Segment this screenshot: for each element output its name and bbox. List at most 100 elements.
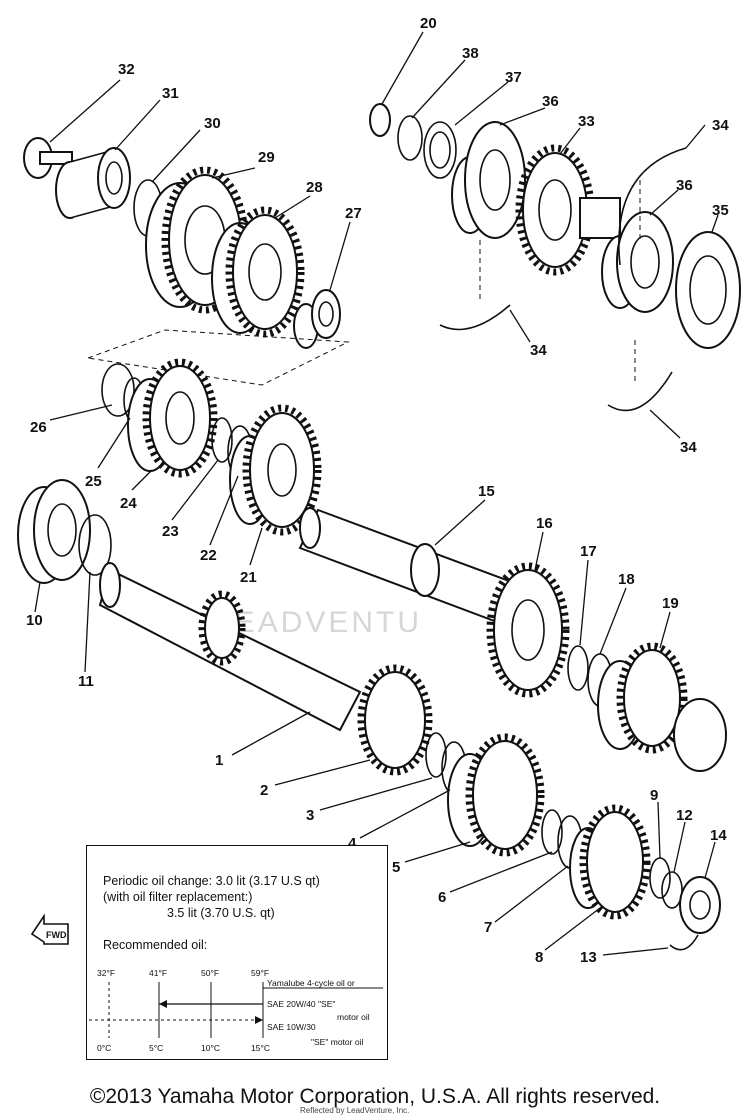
part-14-bearing xyxy=(679,876,721,934)
part-33-gear xyxy=(522,152,588,268)
callout-8: 8 xyxy=(535,949,543,966)
part-24-gear xyxy=(149,365,211,471)
callout-2: 2 xyxy=(260,782,268,799)
callout-15: 15 xyxy=(478,483,495,500)
callout-19: 19 xyxy=(662,595,679,612)
part-2-gear xyxy=(364,671,426,769)
callout-26: 26 xyxy=(30,419,47,436)
callout-34-c: 34 xyxy=(680,439,697,456)
part-36-bearing-right xyxy=(616,211,674,313)
part-36-bearing xyxy=(464,121,526,239)
part-10-bearing xyxy=(33,479,91,581)
callout-21: 21 xyxy=(240,569,257,586)
part-11-circlip xyxy=(78,514,112,576)
part-27-bushing xyxy=(311,289,341,339)
oil-temperature-scale xyxy=(89,982,383,1038)
temp-c-0: 0°C xyxy=(97,1043,112,1053)
oil-type-3: motor oil xyxy=(337,1012,370,1022)
callout-18: 18 xyxy=(618,571,635,588)
callout-23: 23 xyxy=(162,523,179,540)
callouts: 1 2 3 4 5 6 7 8 9 10 11 12 13 14 15 16 1… xyxy=(26,15,729,966)
part-3-washer xyxy=(425,732,447,778)
callout-12: 12 xyxy=(676,807,693,824)
temp-f-2: 50°F xyxy=(201,968,220,978)
temp-c-2: 10°C xyxy=(201,1043,220,1053)
callout-7: 7 xyxy=(484,919,492,936)
callout-20: 20 xyxy=(420,15,437,32)
part-19-gear xyxy=(623,649,681,747)
callout-9: 9 xyxy=(650,787,658,804)
temp-c-1: 5°C xyxy=(149,1043,164,1053)
part-8-gear xyxy=(586,811,644,913)
callout-11: 11 xyxy=(78,673,94,690)
callout-22: 22 xyxy=(200,547,217,564)
part-31-bearing xyxy=(97,147,131,209)
oil-type-2: SAE 20W/40 "SE" xyxy=(267,999,336,1009)
oil-type-1: Yamalube 4-cycle oil or xyxy=(267,978,355,988)
callout-30: 30 xyxy=(204,115,221,132)
part-12-collar xyxy=(661,871,683,909)
callout-36-b: 36 xyxy=(676,177,693,194)
part-23-washer xyxy=(211,417,233,463)
temp-c-3: 15°C xyxy=(251,1043,270,1053)
callout-5: 5 xyxy=(392,859,400,876)
filter-capacity-line: 3.5 lit (3.70 U.S. qt) xyxy=(167,906,275,920)
callout-33: 33 xyxy=(578,113,595,130)
part-9-washer xyxy=(649,857,671,899)
part-38-circlip xyxy=(397,115,423,161)
part-21-gear xyxy=(249,412,315,528)
fwd-arrow-icon: FWD xyxy=(30,913,69,945)
footer-subtext: Reflected by LeadVenture, Inc. xyxy=(300,1106,410,1115)
drive-axle-parts xyxy=(17,479,721,951)
callout-29: 29 xyxy=(258,149,275,166)
callout-34-b: 34 xyxy=(530,342,547,359)
callout-35: 35 xyxy=(712,202,729,219)
callout-31: 31 xyxy=(162,85,179,102)
callout-10: 10 xyxy=(26,612,43,629)
callout-37: 37 xyxy=(505,69,522,86)
callout-36-a: 36 xyxy=(542,93,559,110)
oil-type-4: SAE 10W/30 xyxy=(267,1022,316,1032)
part-26-washer xyxy=(101,363,135,417)
oil-type-5: "SE" motor oil xyxy=(311,1037,364,1047)
watermark: LEADVENTU xyxy=(215,606,422,639)
callout-17: 17 xyxy=(580,543,597,560)
part-20-collar xyxy=(369,103,391,137)
recommended-oil-label: Recommended oil: xyxy=(103,938,208,952)
upper-left-parts xyxy=(23,137,350,386)
callout-6: 6 xyxy=(438,889,446,906)
temp-f-0: 32°F xyxy=(97,968,116,978)
fwd-label: FWD xyxy=(46,930,67,940)
part-16-gear xyxy=(493,569,563,691)
callout-24: 24 xyxy=(120,495,137,512)
callout-16: 16 xyxy=(536,515,553,532)
callout-27: 27 xyxy=(345,205,362,222)
leader-lines xyxy=(34,31,719,956)
temp-f-3: 59°F xyxy=(251,968,270,978)
part-28-gear xyxy=(232,214,298,330)
callout-4: 4 xyxy=(348,835,357,852)
part-5-gear xyxy=(472,740,538,850)
part-35-seal xyxy=(675,231,741,349)
callout-38: 38 xyxy=(462,45,479,62)
part-6-washer xyxy=(541,809,563,855)
part-37-shim xyxy=(423,121,457,179)
part-17-washer xyxy=(567,645,589,691)
part-34-circlip-c xyxy=(607,371,673,412)
oil-change-line: Periodic oil change: 3.0 lit (3.17 U.S q… xyxy=(103,874,320,888)
copyright-footer: ©2013 Yamaha Motor Corporation, U.S.A. A… xyxy=(89,1085,661,1108)
part-34-circlip-b xyxy=(439,304,511,331)
callout-3: 3 xyxy=(306,807,314,824)
oil-info-box: Periodic oil change: 3.0 lit (3.17 U.S q… xyxy=(86,845,388,1060)
filter-replacement-line: (with oil filter replacement:) xyxy=(103,890,253,904)
callout-28: 28 xyxy=(306,179,323,196)
callout-13: 13 xyxy=(580,949,597,966)
part-34-circlip-a xyxy=(618,147,687,266)
temp-f-1: 41°F xyxy=(149,968,168,978)
callout-25: 25 xyxy=(85,473,102,490)
part-13-circlip xyxy=(669,934,699,951)
callout-34-a: 34 xyxy=(712,117,729,134)
callout-32: 32 xyxy=(118,61,135,78)
callout-14: 14 xyxy=(710,827,727,844)
